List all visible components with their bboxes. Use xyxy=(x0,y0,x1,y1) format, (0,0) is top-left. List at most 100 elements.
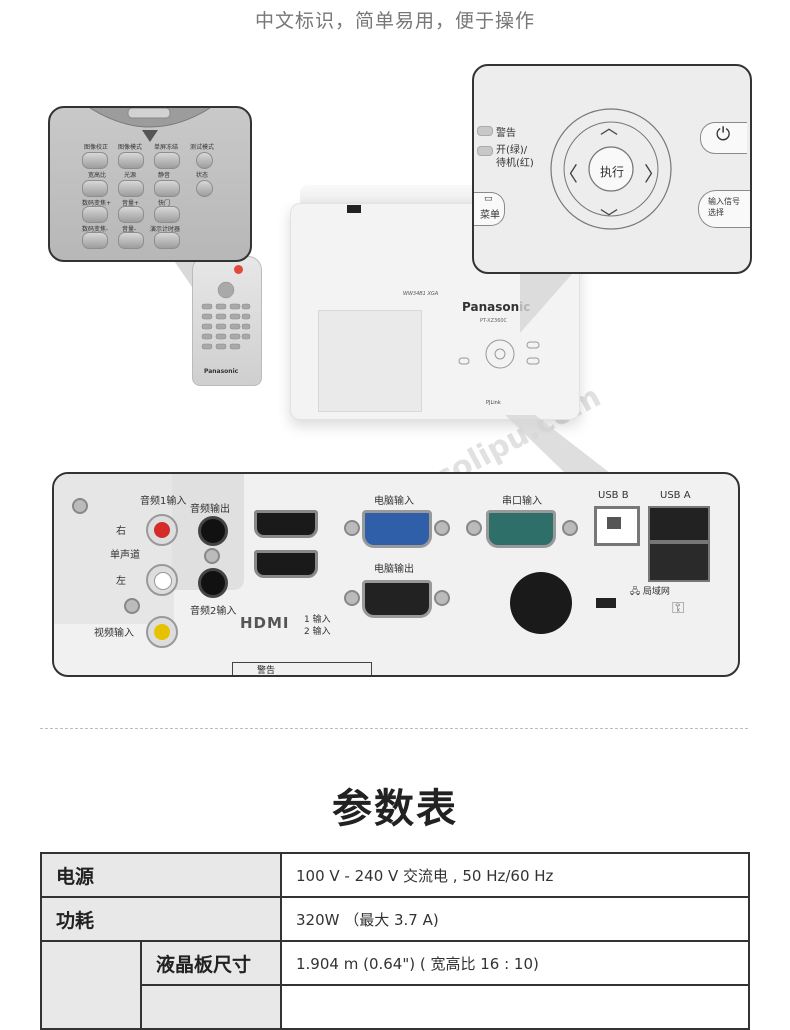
remote-label: 音量- xyxy=(122,226,137,233)
rear-panel-callout: 音频1输入 音频输出 右 单声道 左 音频2输入 视频输入 HDMI 1 输入 … xyxy=(52,472,740,677)
lan-label: 🖧 局域网 xyxy=(630,587,670,597)
projector-label-panel xyxy=(318,310,422,412)
remote-nav-ring xyxy=(89,108,211,142)
projector-tag: WW34B1 XGA xyxy=(403,291,439,297)
kensington-lock-icon: ⚿ xyxy=(672,598,685,617)
spec-value-cut xyxy=(280,984,750,1030)
warning-label: 警告 xyxy=(496,128,516,139)
projector-mini-panel xyxy=(458,339,540,369)
callout-pointer-rear xyxy=(505,415,610,473)
remote-button xyxy=(118,232,144,249)
callout-pointer-panel xyxy=(520,265,580,333)
audio-out-label: 音频输出 xyxy=(190,504,230,515)
remote-label: 单屏冻结 xyxy=(154,144,179,151)
computer-out-label: 电脑输出 xyxy=(374,564,414,575)
usb-b-label: USB B xyxy=(598,490,629,501)
remote-button xyxy=(82,180,108,197)
projector-brand: Panasonic xyxy=(462,300,531,314)
remote-label: 宽高比 xyxy=(88,172,107,179)
computer-in-label: 电脑输入 xyxy=(374,496,414,507)
computer-out-port xyxy=(362,580,432,618)
remote-power-button xyxy=(234,265,243,274)
computer-in-port xyxy=(362,510,432,548)
subtitle: 中文标识，简单易用，便于操作 xyxy=(254,10,535,32)
audio-out-jack xyxy=(198,516,228,546)
hdmi-2-label: 2 输入 xyxy=(304,627,331,637)
control-panel-callout: 警告 开(绿)/ 待机(红) ︿ ﹀ 〈 〉 执行 ▭ 菜单 ⏻ 输入信号 选择 xyxy=(472,64,752,274)
remote-label: 状态 xyxy=(196,172,209,179)
remote-label: 演示计时器 xyxy=(150,226,181,233)
remote-button xyxy=(154,152,180,169)
screw xyxy=(344,520,360,536)
remote-button xyxy=(82,206,108,223)
power-button[interactable] xyxy=(700,122,747,154)
screw xyxy=(434,590,450,606)
input-select-button[interactable] xyxy=(698,190,750,228)
remote-label: 测试模式 xyxy=(190,144,215,151)
remote-label: 图像模式 xyxy=(118,144,143,151)
power-status-label: 开(绿)/ 待机(红) xyxy=(496,145,534,169)
spec-table: 电源 100 V - 240 V 交流电 , 50 Hz/60 Hz 功耗 32… xyxy=(40,852,750,1030)
warning-sticker-text: 警告 xyxy=(257,666,276,676)
spec-key: 功耗 xyxy=(40,896,282,942)
remote-label: 数码变焦+ xyxy=(82,200,112,207)
remote-button xyxy=(82,232,108,249)
serial-in-label: 串口输入 xyxy=(502,496,542,507)
menu-button[interactable] xyxy=(474,192,505,226)
power-icon: ⏻ xyxy=(716,124,731,145)
audio-in-left-jack xyxy=(146,564,178,596)
left-arrow-icon[interactable]: 〈 xyxy=(558,162,578,186)
right-arrow-icon[interactable]: 〉 xyxy=(644,162,664,186)
screw xyxy=(466,520,482,536)
lan-label-text: 局域网 xyxy=(642,587,670,597)
spec-group-key xyxy=(40,940,142,1030)
spec-value: 320W （最大 3.7 A) xyxy=(280,896,750,942)
remote-button xyxy=(82,152,108,169)
remote-label: 光源 xyxy=(124,172,137,179)
spec-value: 100 V - 240 V 交流电 , 50 Hz/60 Hz xyxy=(280,852,750,898)
usb-b-port xyxy=(594,506,640,546)
hdmi-1-port xyxy=(254,510,318,538)
table-row: 功耗 320W （最大 3.7 A) xyxy=(40,896,750,942)
usb-a-port xyxy=(648,506,710,542)
hdmi-1-label: 1 输入 xyxy=(304,615,331,625)
audio-in-right-jack xyxy=(146,514,178,546)
page-title: 参数表 xyxy=(332,786,458,832)
enter-button[interactable]: 执行 xyxy=(600,165,625,179)
hdmi-logo: HDMI xyxy=(240,614,290,632)
remote-label: 快门 xyxy=(158,200,171,207)
screw xyxy=(562,520,578,536)
screw xyxy=(72,498,88,514)
remote-button xyxy=(118,206,144,223)
video-in-jack xyxy=(146,616,178,648)
spec-key: 液晶板尺寸 xyxy=(140,940,282,986)
power-led xyxy=(477,146,493,156)
menu-icon: ▭ xyxy=(484,194,493,204)
serial-in-port xyxy=(486,510,556,548)
direction-pad xyxy=(550,108,672,230)
up-arrow-icon[interactable]: ︿ xyxy=(600,118,618,139)
table-row: 电源 100 V - 240 V 交流电 , 50 Hz/60 Hz xyxy=(40,852,750,898)
table-row xyxy=(41,984,750,1030)
remote-label: 数码变焦- xyxy=(82,226,109,233)
projector-model: PT-XZ360C xyxy=(480,318,508,324)
remote-zoom-callout: 图像校正 图像模式 单屏冻结 测试模式 宽高比 光源 静音 状态 数码变焦+ 音… xyxy=(48,106,252,262)
lan-port xyxy=(648,542,710,582)
remote-label: 图像校正 xyxy=(84,144,109,151)
audio-in-2-label: 音频2输入 xyxy=(190,606,237,617)
audio-in-1-label: 音频1输入 xyxy=(140,496,187,507)
down-arrow-icon[interactable]: ﹀ xyxy=(600,208,618,229)
mono-label: 单声道 xyxy=(110,550,140,561)
right-label: 右 xyxy=(116,526,126,537)
remote-button xyxy=(118,152,144,169)
table-row: 液晶板尺寸 1.904 m (0.64") ( 宽高比 16 : 10) xyxy=(40,940,750,1030)
remote-brand: Panasonic xyxy=(204,368,239,375)
warning-led xyxy=(477,126,493,136)
screw xyxy=(344,590,360,606)
usb-a-label: USB A xyxy=(660,490,691,501)
audio-in-2-jack xyxy=(198,568,228,598)
screw xyxy=(204,548,220,564)
screw xyxy=(124,598,140,614)
remote-button xyxy=(154,180,180,197)
remote-label: 静音 xyxy=(158,172,171,179)
